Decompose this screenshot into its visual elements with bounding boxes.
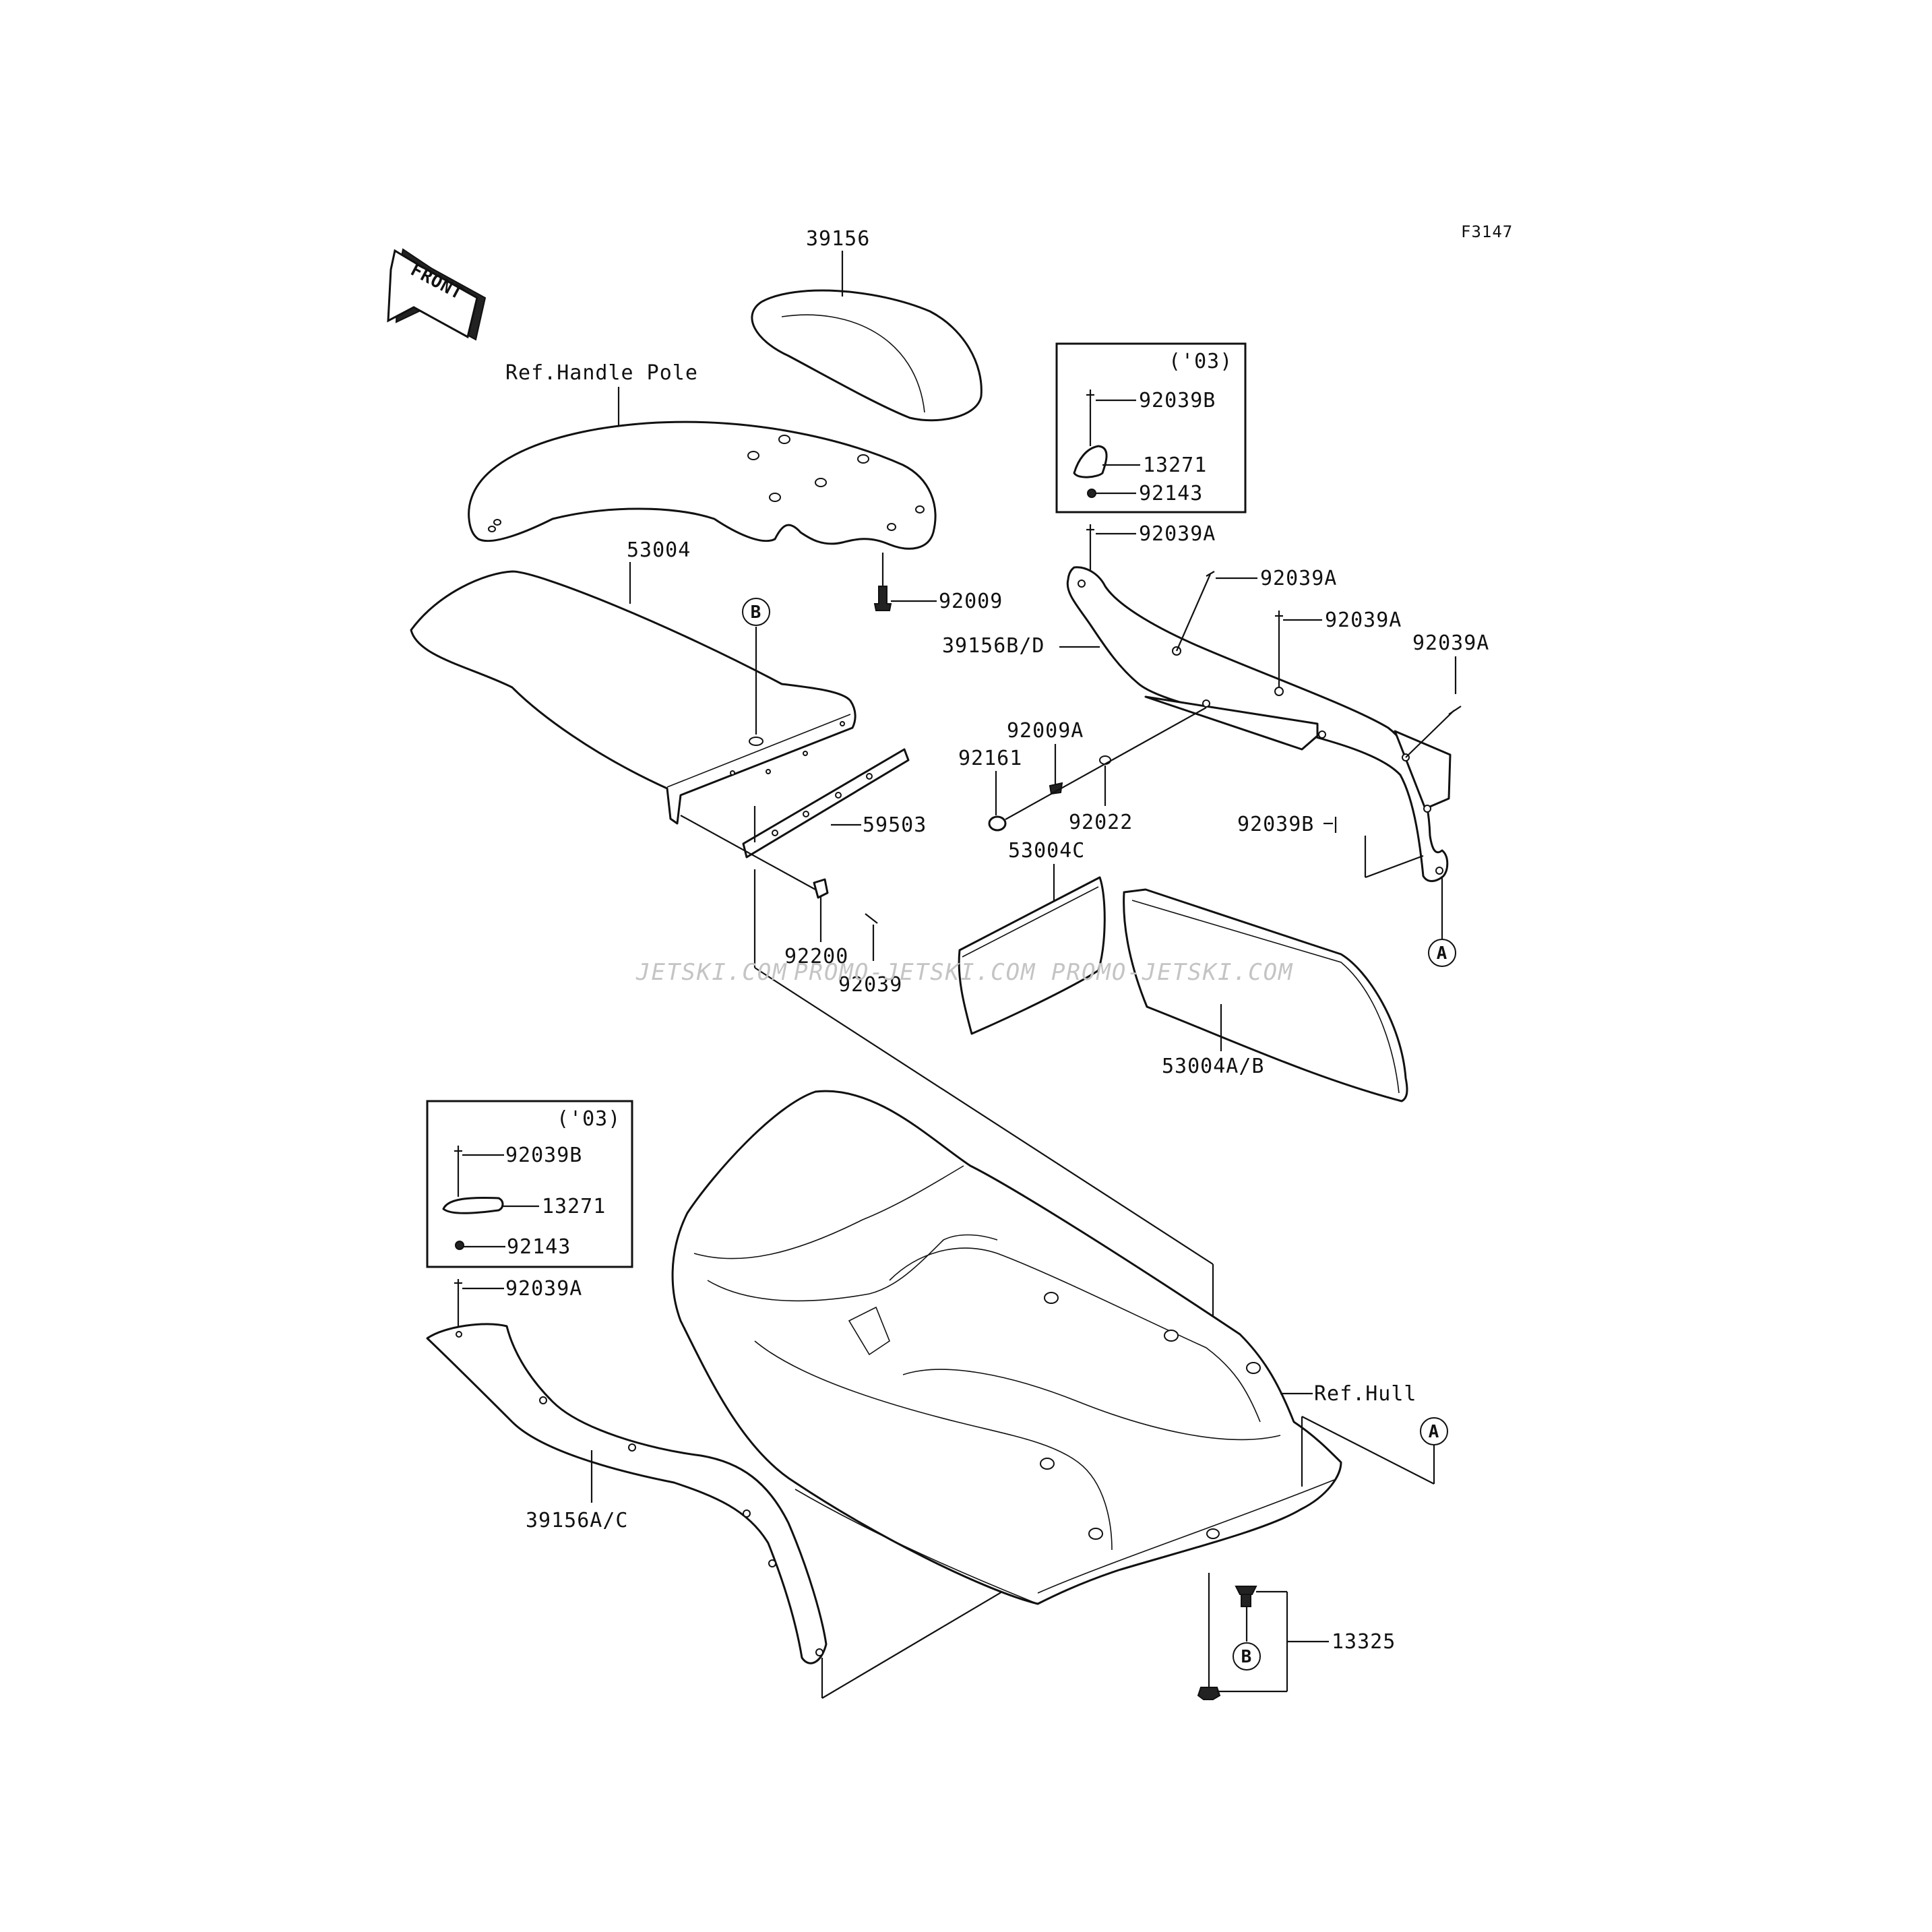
ref-handle-pole-label: Ref.Handle Pole — [505, 361, 698, 385]
watermark-1: JETSKI.COM — [635, 959, 788, 986]
inset-top-item-1: 92039B — [1139, 389, 1216, 412]
trim-strip-holes — [772, 773, 873, 836]
bolt-92009 — [873, 586, 892, 611]
inset-top-item-3: 92143 — [1139, 482, 1203, 505]
handle-pole-holes — [488, 435, 925, 532]
marker-b-top — [742, 598, 770, 626]
gunwale-left-39156ac — [426, 1323, 828, 1664]
part-13325-label: 13325 — [1332, 1630, 1396, 1654]
watermark-3: PROMO-JETSKI.COM — [1051, 959, 1294, 986]
marker-a-right-label: A — [1437, 943, 1448, 964]
clip-92200 — [813, 878, 829, 899]
part-92039a-1-label: 92039A — [1139, 522, 1216, 546]
latch-13325-nut — [1197, 1687, 1221, 1700]
latch-13325-top — [1235, 1586, 1257, 1607]
seat-cover-39156 — [751, 289, 983, 422]
marker-b-bottom — [1233, 1642, 1261, 1671]
gunwale-right-flange — [1144, 695, 1319, 751]
inset-box-top: ('03) 92039B 13271 92143 — [1055, 342, 1247, 513]
inset-bottom-year: ('03) — [557, 1107, 621, 1131]
hull — [671, 1090, 1342, 1605]
figure-code: F3147 — [1461, 222, 1513, 241]
bolt-92009a — [1049, 782, 1063, 795]
inset-bottom-bracket-13271 — [442, 1197, 504, 1214]
part-59503-label: 59503 — [863, 813, 927, 837]
gunwale-right-end-panel — [1394, 730, 1452, 810]
inset-top-bracket-13271 — [1073, 445, 1108, 478]
part-53004-label: 53004 — [627, 538, 691, 562]
gunwale-right-39156bd — [1066, 566, 1449, 882]
part-92039a-2-label: 92039A — [1260, 567, 1337, 590]
part-92039b-label: 92039B — [1237, 813, 1314, 836]
inset-bottom-item-1: 92039B — [505, 1144, 582, 1167]
inset-bottom-item-3: 92143 — [507, 1235, 571, 1259]
part-92039a-3-label: 92039A — [1325, 609, 1402, 632]
part-92039a-4-label: 92039A — [1412, 631, 1489, 655]
marker-a-hull — [1420, 1417, 1448, 1445]
inset-bottom-item-2: 13271 — [542, 1195, 606, 1218]
inset-box-bottom: ('03) 92039B 13271 92143 — [426, 1100, 633, 1268]
grommet-92161 — [988, 815, 1007, 832]
ref-hull-label: Ref.Hull — [1314, 1382, 1417, 1406]
part-39156-label: 39156 — [806, 227, 870, 251]
part-53004c-label: 53004C — [1008, 839, 1085, 863]
gunwale-left-holes — [456, 1331, 823, 1656]
marker-a-right — [1428, 939, 1456, 967]
part-92022-label: 92022 — [1069, 811, 1133, 834]
part-92200-label: 92200 — [784, 945, 848, 968]
part-92039-label: 92039 — [838, 973, 902, 997]
part-92039a-5-label: 92039A — [505, 1277, 582, 1301]
marker-b-top-label: B — [751, 602, 762, 623]
mat-53004c — [958, 876, 1106, 1035]
part-53004ab-label: 53004A/B — [1162, 1055, 1265, 1078]
part-92009a-label: 92009A — [1007, 719, 1084, 743]
marker-a-hull-label: A — [1429, 1422, 1440, 1442]
storage-lid-holes — [730, 721, 845, 776]
inset-top-year: ('03) — [1168, 350, 1233, 373]
part-39156ac-label: 39156A/C — [526, 1509, 629, 1532]
part-92161-label: 92161 — [958, 747, 1022, 770]
trim-strip-59503 — [742, 748, 910, 859]
washer-92022 — [1099, 755, 1111, 765]
part-92009-label: 92009 — [939, 590, 1003, 613]
part-39156bd-label: 39156B/D — [942, 634, 1045, 658]
front-arrow-icon: FRONT — [387, 248, 487, 341]
inset-top-item-2: 13271 — [1143, 454, 1207, 477]
mat-53004ab — [1123, 888, 1408, 1102]
marker-b-bottom-label: B — [1241, 1647, 1253, 1667]
storage-lid-53004 — [410, 570, 856, 825]
hull-holes — [1040, 1292, 1261, 1540]
handle-pole-cover — [468, 420, 937, 550]
watermark-2: PROMO-JETSKI.COM — [794, 959, 1036, 986]
